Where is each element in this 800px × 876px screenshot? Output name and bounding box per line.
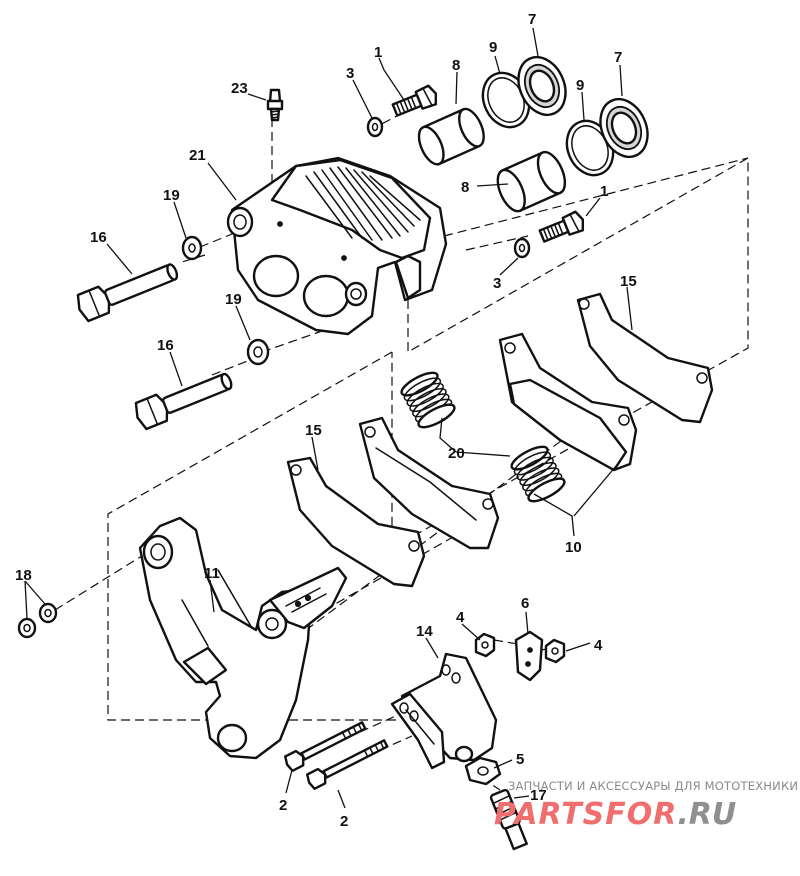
callout-7-right: 7	[614, 49, 622, 66]
callout-10: 10	[565, 539, 582, 556]
bolt-long-left	[284, 721, 367, 772]
bracket-plate	[390, 652, 498, 770]
bolt-lower	[538, 210, 585, 243]
hex-nut	[464, 756, 502, 786]
watermark: ЗАПЧАСТИ И АКСЕССУАРЫ ДЛЯ МОТОТЕХНИКИ PA…	[494, 779, 798, 832]
leader-lines	[24, 27, 633, 809]
small-bracket	[514, 630, 544, 682]
cooling-fins	[305, 166, 421, 241]
watermark-brand: PARTSFOR	[494, 797, 677, 832]
caliper-housing	[226, 156, 448, 336]
lock-washer-upper	[181, 235, 203, 261]
callout-8-lower: 8	[461, 179, 469, 196]
callout-4-left: 4	[456, 609, 465, 626]
callout-2-left: 2	[279, 797, 287, 814]
watermark-brand-line: PARTSFOR.RU	[494, 797, 736, 832]
pad-shim-upper	[576, 292, 714, 424]
callout-2-right: 2	[340, 813, 348, 830]
callout-6: 6	[521, 595, 529, 612]
brake-pad-inner	[358, 416, 500, 550]
pad-spring-upper	[400, 371, 456, 429]
washer-pair	[17, 602, 58, 639]
nut-left	[474, 632, 496, 658]
callout-23: 23	[231, 80, 248, 97]
callout-5: 5	[516, 751, 524, 768]
callout-3-upper: 3	[346, 65, 354, 82]
piston-lower	[496, 150, 567, 213]
callout-11: 11	[204, 565, 220, 582]
callout-numbers: 1 1 2 2 3 3 4 4 5 6 7 7 8 8 9 9 10 11 14…	[15, 11, 637, 830]
washer-upper	[366, 116, 384, 138]
callout-7-left: 7	[528, 11, 536, 28]
callout-16-upper: 16	[90, 229, 107, 246]
watermark-tld: .RU	[677, 797, 736, 832]
callout-1-lower: 1	[600, 183, 608, 200]
seal-lower	[599, 97, 649, 159]
callout-19-upper: 19	[163, 187, 180, 204]
pad-shim-lower	[286, 456, 426, 588]
mounting-bolt-upper	[76, 263, 179, 323]
callout-21: 21	[189, 147, 206, 164]
bolt-upper	[391, 84, 438, 117]
callout-17: 17	[530, 787, 547, 804]
bleeder-screw	[266, 88, 284, 122]
callout-16-lower: 16	[157, 337, 174, 354]
callout-9-left: 9	[489, 39, 497, 56]
lock-washer-lower	[246, 338, 270, 366]
callout-14: 14	[416, 623, 433, 640]
callout-8-upper: 8	[452, 57, 460, 74]
callout-4-right: 4	[594, 637, 603, 654]
washer-lower	[513, 237, 531, 259]
callout-15-upper: 15	[620, 273, 637, 290]
callout-18: 18	[15, 567, 32, 584]
callout-9-right: 9	[576, 77, 584, 94]
nut-right	[544, 638, 566, 664]
callout-19-lower: 19	[225, 291, 242, 308]
callout-15-lower: 15	[305, 422, 322, 439]
callout-20: 20	[448, 445, 465, 462]
seal-upper	[517, 55, 567, 117]
callout-3-lower: 3	[493, 275, 501, 292]
watermark-tagline: ЗАПЧАСТИ И АКСЕССУАРЫ ДЛЯ МОТОТЕХНИКИ	[508, 779, 798, 793]
bolt-long-right	[306, 739, 389, 790]
callout-1-upper: 1	[374, 44, 382, 61]
caliper-mounting-bracket	[138, 516, 348, 760]
piston-upper	[417, 107, 485, 166]
mounting-bolt-lower	[134, 372, 233, 431]
stud-bolt	[489, 788, 528, 851]
brake-pad-outer	[498, 332, 638, 472]
